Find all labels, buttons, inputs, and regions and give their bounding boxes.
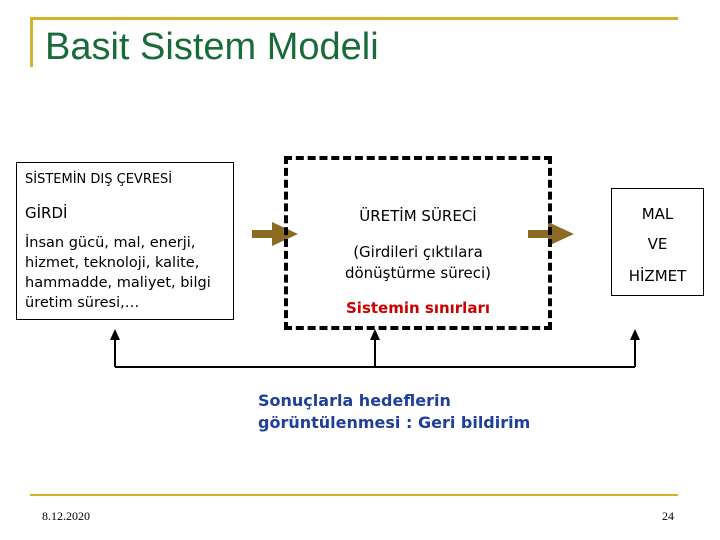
feedback-line: Sonuçlarla hedeflerin xyxy=(258,391,451,410)
input-box: SİSTEMİN DIŞ ÇEVRESİ GİRDİ İnsan gücü, m… xyxy=(16,162,234,320)
slide-title: Basit Sistem Modeli xyxy=(45,26,379,68)
slide-date: 8.12.2020 xyxy=(42,509,90,523)
feedback-loop xyxy=(114,336,636,368)
process-title: ÜRETİM SÜRECİ xyxy=(359,207,477,225)
input-line: hammadde, maliyet, bilgi xyxy=(25,275,211,291)
process-description-line: (Girdileri çıktılara xyxy=(353,243,483,261)
boundary-label: Sistemin sınırları xyxy=(346,299,490,317)
feedback-arrowheads xyxy=(110,329,640,340)
input-line: üretim süresi,… xyxy=(25,295,140,311)
output-line: VE xyxy=(647,235,668,253)
output-line: MAL xyxy=(641,205,674,223)
process-description-line: dönüştürme süreci) xyxy=(344,264,492,282)
environment-label: SİSTEMİN DIŞ ÇEVRESİ xyxy=(25,172,173,187)
system-boundary xyxy=(284,156,552,330)
output-line: HİZMET xyxy=(628,267,687,285)
feedback-text: Sonuçlarla hedeflerin görüntülenmesi : G… xyxy=(258,390,530,434)
input-label: GİRDİ xyxy=(25,204,68,222)
input-line: hizmet, teknoloji, kalite, xyxy=(25,255,200,271)
input-line: İnsan gücü, mal, enerji, xyxy=(25,235,196,251)
output-box: MAL VE HİZMET xyxy=(611,188,704,296)
title-frame-top-line xyxy=(30,17,678,20)
output-arrow xyxy=(528,222,574,246)
process-description: (Girdileri çıktılara dönüştürme süreci) xyxy=(284,242,552,284)
page-number: 24 xyxy=(662,509,674,523)
footer-divider xyxy=(30,494,678,496)
feedback-line: görüntülenmesi : Geri bildirim xyxy=(258,413,531,432)
title-frame-left-line xyxy=(30,17,33,67)
input-list: İnsan gücü, mal, enerji, hizmet, teknolo… xyxy=(25,233,231,313)
